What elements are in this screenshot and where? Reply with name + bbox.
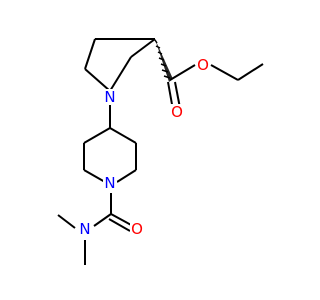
- bond-ester-c-o: [169, 64, 196, 81]
- bond-pyr-c3-c4b: [84, 38, 96, 70]
- bond-ester-c-o-double-b: [174, 81, 181, 109]
- bond-n-methyl-left: [57, 214, 76, 229]
- svg-text:N: N: [79, 220, 90, 238]
- atom-n-dimethyl: N: [78, 220, 92, 238]
- bond-pip-c2-n: [83, 169, 106, 183]
- atom-o-ester: O: [196, 56, 210, 74]
- molecule-structure: N O O N O N: [57, 38, 264, 265]
- bond-carbonyl-c-n: [93, 213, 112, 227]
- bond-pip-c4-c3: [83, 127, 111, 144]
- svg-text:O: O: [171, 103, 183, 121]
- atom-o-ester-carbonyl: O: [170, 103, 184, 121]
- bond-carbonyl-c-o-b: [108, 218, 131, 232]
- atom-n-pyrrolidine: N: [103, 88, 117, 106]
- stereo-hash-bond: [155, 39, 173, 82]
- bond-ethyl: [237, 63, 264, 81]
- svg-text:O: O: [197, 56, 209, 74]
- bond-pip-n-c6: [116, 169, 137, 183]
- bond-pyr-c2-c3: [130, 38, 156, 58]
- atom-n-piperidine: N: [103, 174, 117, 192]
- bond-pip-c5-c4: [109, 127, 137, 144]
- bond-ester-o-ch2: [210, 64, 239, 81]
- stereo-hash-lines: [154, 39, 171, 79]
- svg-text:O: O: [131, 220, 143, 238]
- bond-pyr-c5-n: [84, 68, 111, 92]
- bond-carbonyl-c-o-a: [110, 213, 134, 227]
- svg-text:N: N: [104, 88, 115, 106]
- bond-pyr-n-c2: [109, 56, 132, 92]
- svg-text:N: N: [104, 174, 115, 192]
- atom-o-amide-carbonyl: O: [130, 220, 144, 238]
